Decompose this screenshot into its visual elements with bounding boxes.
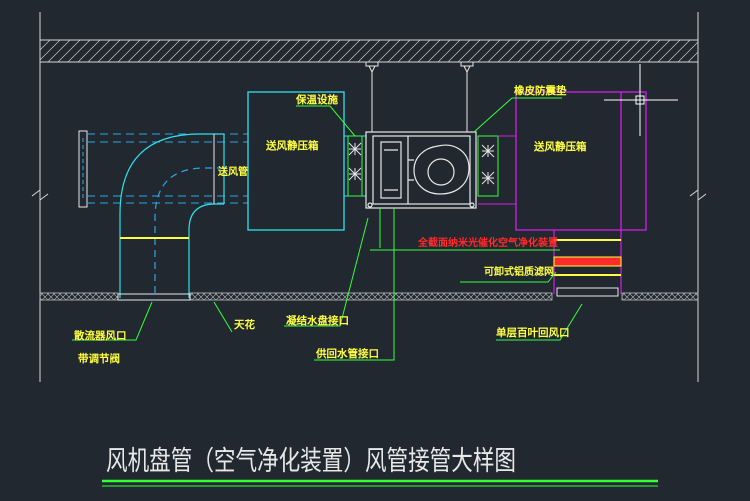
return-grille-frame <box>556 287 619 297</box>
purifier-band <box>553 256 622 267</box>
fcu-motor <box>380 141 402 199</box>
left-flange <box>78 130 88 208</box>
fcu-bolt-right <box>469 202 475 208</box>
elbow-outer <box>119 133 224 298</box>
fcu-fan-scroll <box>413 144 470 195</box>
elbow-inner <box>188 203 224 298</box>
leader-condensate <box>284 217 369 327</box>
right-flex-cross-1 <box>481 144 495 158</box>
label-return-grille: 单层百叶回风口 <box>496 326 570 339</box>
right-flex-cross-2 <box>481 171 495 185</box>
return-air-column <box>553 230 622 297</box>
label-diffuser-line2: 带调节阀 <box>78 352 120 365</box>
fcu-fan-wheel <box>427 158 455 186</box>
ceiling-mid-hatch <box>189 292 553 301</box>
left-diffuser <box>117 293 191 301</box>
fcu-fan-outlet <box>408 159 414 181</box>
label-supply-duct: 送风管 <box>217 165 248 178</box>
leader-diffuser <box>72 301 153 341</box>
label-diffuser-line1: 散流器风口 <box>74 329 127 342</box>
label-condensate: 凝结水盘接口 <box>286 314 349 327</box>
cad-crosshair-cursor <box>604 64 678 136</box>
drawing-title: 风机盘管（空气净化装置）风管接管大样图 <box>106 446 516 477</box>
leader-ceiling <box>213 301 233 333</box>
right-static-box-body <box>515 91 647 231</box>
leader-filter <box>460 271 557 283</box>
left-flex-cross-1 <box>348 142 362 156</box>
right-static-box <box>515 91 647 231</box>
leader-insulation <box>296 105 356 137</box>
label-rubber-pad: 橡皮防震垫 <box>514 84 567 97</box>
left-flex-cross-2 <box>348 167 362 181</box>
right-flexible-connection <box>477 135 516 205</box>
label-purifier: 全截面纳米光催化空气净化装置 <box>417 236 558 249</box>
ceiling-left-hatch <box>39 292 119 301</box>
duct-elbow <box>119 133 225 298</box>
leader-rubber-pad <box>473 97 562 133</box>
elbow-centerline <box>154 167 224 298</box>
fcu-casing <box>365 131 477 209</box>
label-left-static-box: 送风静压箱 <box>265 139 319 152</box>
leader-return-grille <box>496 303 583 341</box>
fcu-inner <box>372 135 471 205</box>
leader-lines <box>72 97 583 361</box>
leader-water-pipe-v <box>314 208 395 361</box>
right-flex-frame <box>477 135 499 197</box>
left-diffuser-body <box>117 293 191 301</box>
label-insulation: 保温设施 <box>295 93 338 106</box>
fcu-bolt-left <box>367 202 373 208</box>
fcu-motor-detail <box>384 149 398 191</box>
fan-coil-unit <box>365 131 477 209</box>
left-break-mark <box>31 189 49 201</box>
ceiling-right-hatch <box>621 292 699 301</box>
left-flange-plate <box>78 130 88 208</box>
floor-slab-hatch <box>39 39 699 63</box>
label-ceiling: 天花 <box>234 318 255 331</box>
label-supply-return-water: 供回水管接口 <box>315 347 379 360</box>
label-filter: 可卸式铝质滤网 <box>484 265 554 278</box>
right-break-mark <box>689 189 707 201</box>
label-right-static-box: 送风静压箱 <box>533 140 587 153</box>
left-static-box <box>247 91 345 231</box>
ceiling <box>39 292 699 301</box>
